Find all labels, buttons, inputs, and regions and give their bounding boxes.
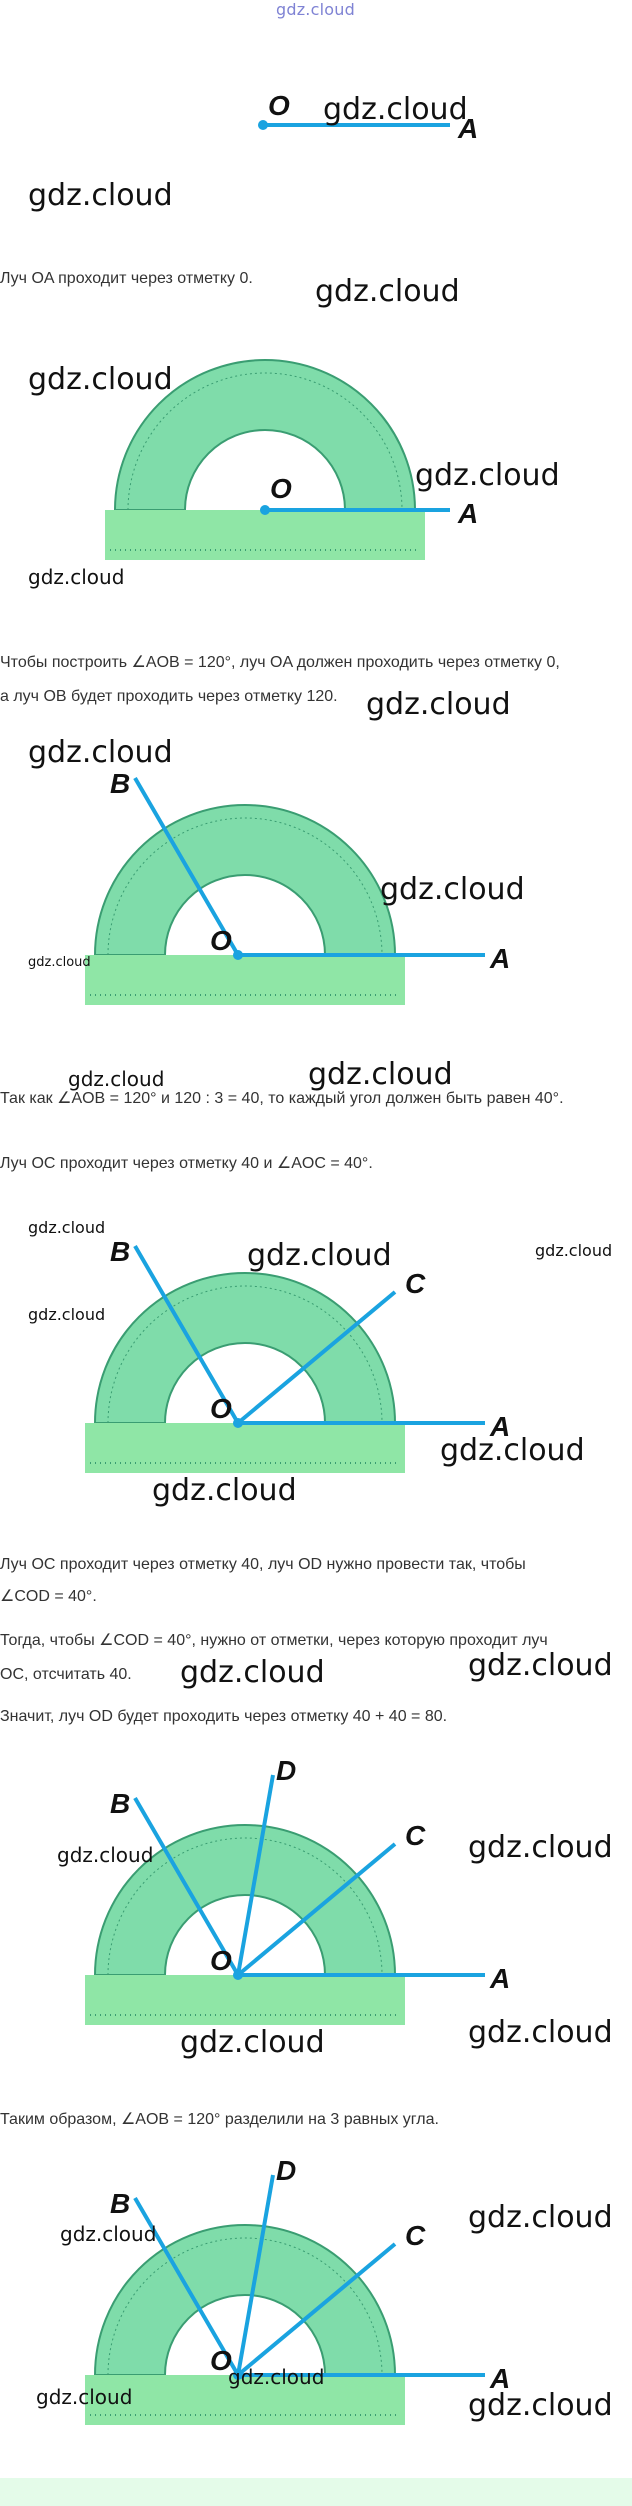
paragraph-2a: Чтобы построить ∠AOB = 120°, луч OA долж…: [0, 654, 560, 671]
footer-band: [0, 2478, 632, 2506]
label-o: O: [210, 1393, 232, 1424]
label-b: B: [110, 1788, 130, 1819]
watermark: gdz.cloud: [28, 178, 173, 213]
figure-protractor-2: B O A: [85, 768, 510, 1005]
watermark: gdz.cloud: [366, 687, 511, 722]
watermark: gdz.cloud: [180, 2025, 325, 2060]
watermark: gdz.cloud: [440, 1433, 585, 1468]
figure-ray-oa: O A: [258, 90, 478, 140]
label-o: O: [210, 925, 232, 956]
watermark: gdz.cloud: [247, 1238, 392, 1273]
label-o: O: [210, 1945, 232, 1976]
watermark: gdz.cloud: [415, 458, 560, 493]
watermark: gdz.cloud: [28, 1305, 106, 1324]
label-a: A: [489, 943, 510, 974]
watermark: gdz.cloud: [57, 1843, 154, 1867]
watermark: gdz.cloud: [380, 872, 525, 907]
watermark: gdz.cloud: [60, 2222, 157, 2246]
label-a: A: [489, 1411, 510, 1442]
label-d: D: [276, 1755, 296, 1786]
watermark: gdz.cloud: [323, 92, 468, 127]
watermark: gdz.cloud: [68, 1067, 165, 1091]
watermark: gdz.cloud: [28, 565, 125, 589]
watermark: gdz.cloud: [28, 362, 173, 397]
watermark: gdz.cloud: [180, 1655, 325, 1690]
label-a: A: [457, 498, 478, 529]
label-b: B: [110, 2188, 130, 2219]
watermark: gdz.cloud: [28, 735, 173, 770]
watermark: gdz.cloud: [468, 1648, 613, 1683]
watermark: gdz.cloud: [468, 1830, 613, 1865]
figure-protractor-3: B C O A: [85, 1236, 510, 1473]
label-c: C: [405, 2220, 426, 2251]
paragraph-1: Луч OA проходит через отметку 0.: [0, 270, 253, 287]
paragraph-7: Значит, луч OD будет проходить через отм…: [0, 1708, 448, 1725]
watermark: gdz.cloud: [535, 1241, 613, 1260]
watermark: gdz.cloud: [468, 2200, 613, 2235]
figure-protractor-5: B D C O A: [85, 2155, 510, 2425]
paragraph-4: Луч OC проходит через отметку 40 и ∠AOC …: [0, 1155, 373, 1172]
label-a: A: [457, 113, 478, 140]
label-o: O: [210, 2345, 232, 2376]
watermark: gdz.cloud: [308, 1057, 453, 1092]
label-d: D: [276, 2155, 296, 2186]
paragraph-8: Таким образом, ∠AOB = 120° разделили на …: [0, 2111, 439, 2128]
paragraph-6b: OC, отсчитать 40.: [0, 1666, 132, 1683]
watermark: gdz.cloud: [36, 2385, 133, 2409]
label-b: B: [110, 1236, 130, 1267]
paragraph-5b: ∠COD = 40°.: [0, 1588, 97, 1605]
figure-protractor-4: B D C O A: [85, 1755, 510, 2025]
watermark: gdz.cloud: [28, 955, 91, 970]
label-c: C: [405, 1820, 426, 1851]
label-c: C: [405, 1268, 426, 1299]
label-b: B: [110, 768, 130, 799]
top-watermark: gdz.cloud: [276, 0, 355, 19]
figure-protractor-1: O A: [105, 359, 478, 560]
watermark: gdz.cloud: [315, 274, 460, 309]
paragraph-5a: Луч OC проходит через отметку 40, луч OD…: [0, 1556, 526, 1573]
label-a: A: [489, 1963, 510, 1994]
label-o: O: [268, 90, 290, 121]
watermark: gdz.cloud: [228, 2365, 325, 2389]
watermark: gdz.cloud: [28, 1218, 106, 1237]
paragraph-3: Так как ∠AOB = 120° и 120 : 3 = 40, то к…: [0, 1090, 564, 1107]
label-a: A: [489, 2363, 510, 2394]
watermark: gdz.cloud: [152, 1473, 297, 1508]
paragraph-2b: а луч OB будет проходить через отметку 1…: [0, 688, 338, 705]
paragraph-6a: Тогда, чтобы ∠COD = 40°, нужно от отметк…: [0, 1632, 548, 1649]
label-o: O: [270, 473, 292, 504]
watermark: gdz.cloud: [468, 2388, 613, 2423]
watermark: gdz.cloud: [468, 2015, 613, 2050]
